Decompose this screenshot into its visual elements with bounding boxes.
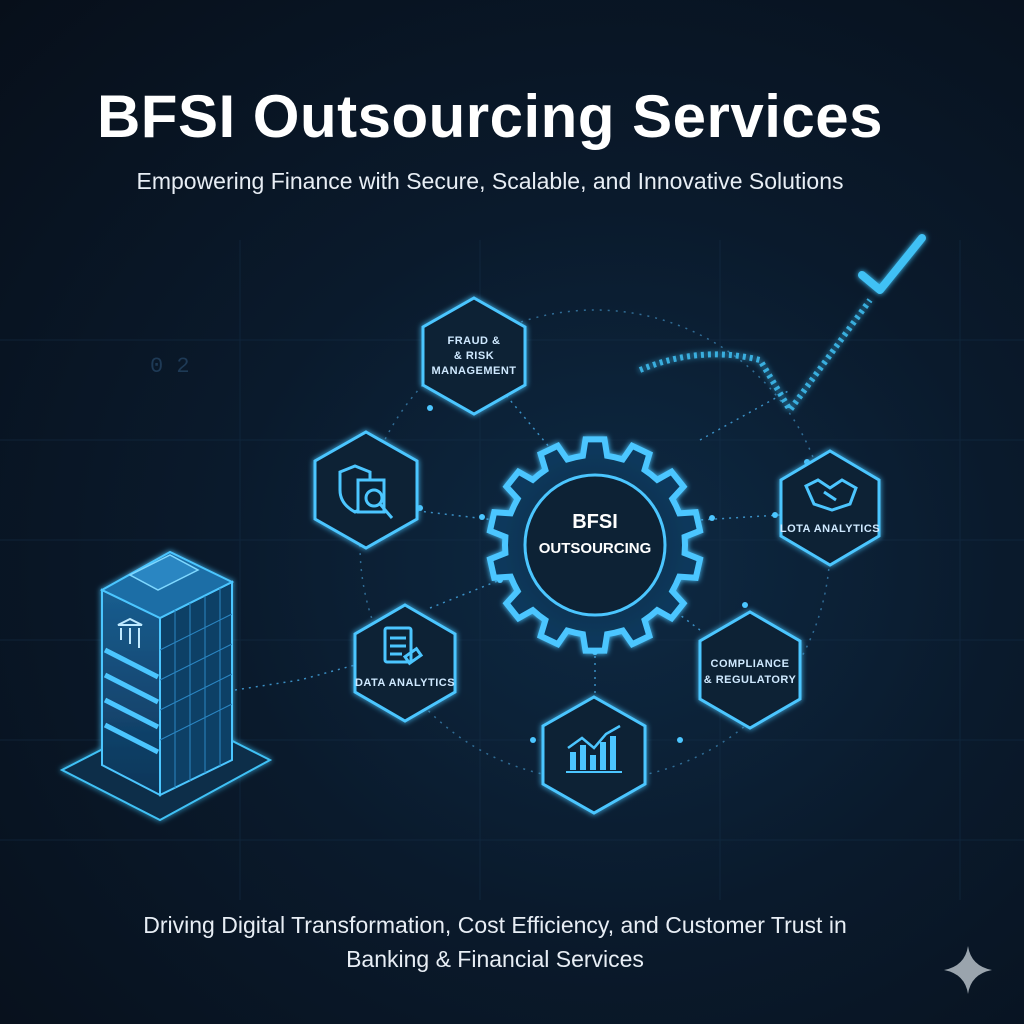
data-label: DATA ANALYTICS <box>355 677 455 689</box>
compliance-label-line2: & REGULATORY <box>704 674 797 686</box>
footer-tagline: Driving Digital Transformation, Cost Eff… <box>40 908 950 976</box>
document-gavel-icon <box>383 626 424 666</box>
sparkle-icon <box>944 946 992 994</box>
center-label-line2: OUTSOURCING <box>539 540 652 557</box>
background-numbers: 0 2 <box>150 354 190 379</box>
building-connector <box>234 664 356 691</box>
page-subtitle: Empowering Finance with Secure, Scalable… <box>136 168 844 194</box>
compliance-label-line1: COMPLIANCE <box>711 658 790 670</box>
bar-chart-growth-icon <box>566 724 622 773</box>
hex-node-compliance[interactable] <box>698 610 802 730</box>
bank-building-icon <box>59 550 273 822</box>
fraud-label-line1: FRAUD & <box>448 335 501 347</box>
page-title: BFSI Outsourcing Services <box>96 83 884 150</box>
lota-label: LOTA ANALYTICS <box>780 523 880 535</box>
fraud-label-line2: & RISK <box>454 350 494 362</box>
footer-line1: Driving Digital Transformation, Cost Eff… <box>143 912 847 938</box>
center-gear[interactable] <box>486 436 704 654</box>
handshake-icon <box>804 478 858 512</box>
footer-line2: Banking & Financial Services <box>346 946 644 972</box>
growth-arrow <box>638 234 926 416</box>
fraud-label-line3: MANAGEMENT <box>431 365 516 377</box>
center-label-line1: BFSI <box>572 511 618 533</box>
hex-node-fraud[interactable] <box>421 296 527 416</box>
shield-search-icon <box>338 464 394 519</box>
